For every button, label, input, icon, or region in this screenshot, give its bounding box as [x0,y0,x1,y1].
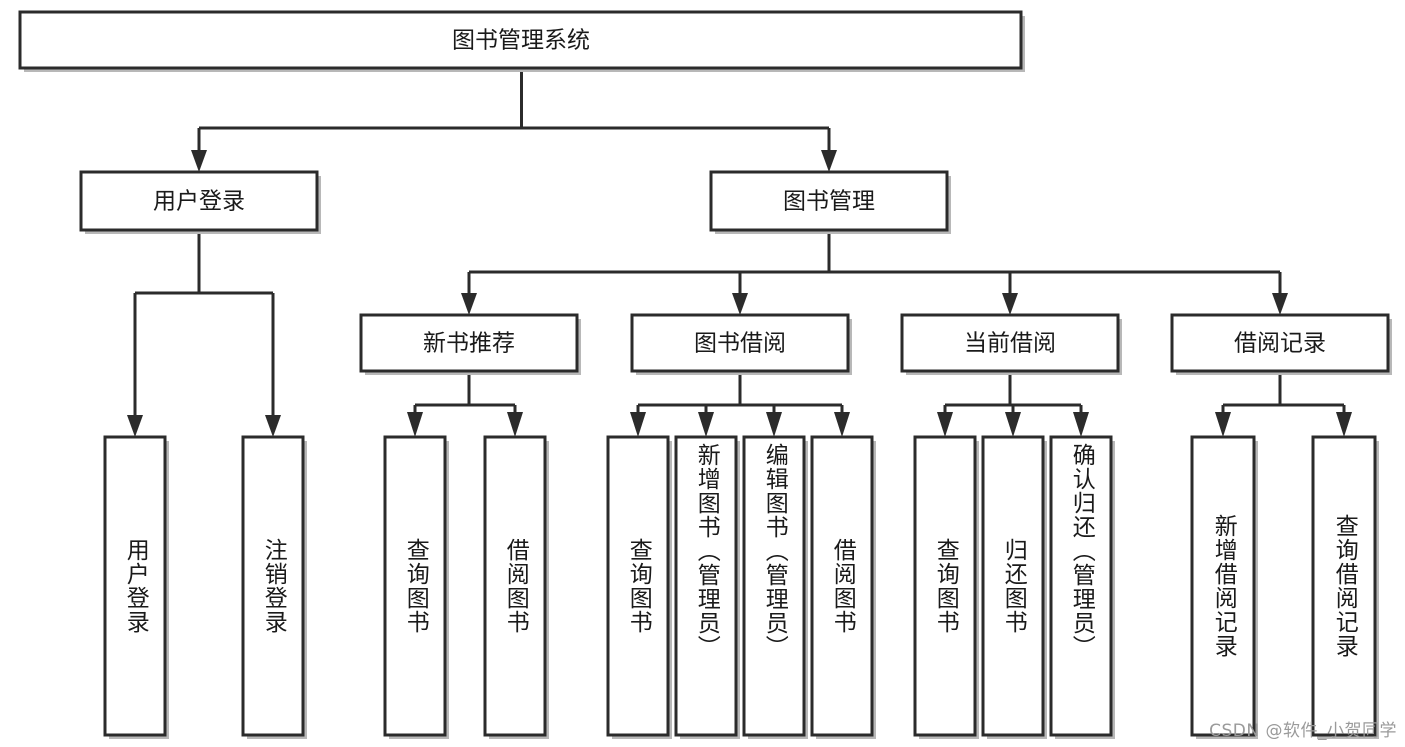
leaf-current-borrow-0-box[interactable] [913,435,977,737]
leaf-new-book-rec-0-box[interactable] [383,435,447,737]
connector-group [127,68,1352,437]
arrow-borrow-record [1272,293,1288,315]
node-new-book-rec-box [359,313,579,373]
leaf-current-borrow-2-box[interactable] [1049,435,1113,737]
leaf-new-book-rec-1-box[interactable] [483,435,547,737]
node-root[interactable]: 图书管理系统 [18,10,1025,72]
node-user-login-label: 用户登录 [153,189,245,215]
arrow-book-manage [821,150,837,172]
arrow-currentborrow-leaf-0 [937,412,953,437]
node-root-label: 图书管理系统 [452,28,590,54]
node-book-manage-label: 图书管理 [783,189,875,215]
node-current-borrow[interactable]: 当前借阅 [900,313,1122,375]
arrow-bookborrow-leaf-0 [630,412,646,437]
arrow-user-login [191,150,207,172]
leaf-book-borrow-1-box[interactable] [674,435,738,737]
node-book-borrow-label: 图书借阅 [694,331,786,357]
leaf-borrow-record-1-box[interactable] [1311,435,1377,737]
node-book-borrow[interactable]: 图书借阅 [630,313,852,375]
arrow-borrowrecord-leaf-0 [1215,412,1231,437]
leaf-user-login-0-box[interactable] [103,435,167,737]
leaf-user-login-1-box[interactable] [241,435,305,737]
arrow-new-book-rec [461,293,477,315]
arrow-newbook-leaf-1 [507,412,523,437]
node-user-login[interactable]: 用户登录 [79,170,321,234]
arrow-user-leaf-1 [265,415,281,437]
leaf-book-borrow-0-box[interactable] [606,435,670,737]
arrow-bookborrow-leaf-3 [834,412,850,437]
arrow-currentborrow-leaf-1 [1005,412,1021,437]
node-new-book-rec-label: 新书推荐 [423,331,515,357]
arrow-bookborrow-leaf-2 [766,412,782,437]
leaf-box-group [103,435,1379,739]
leaf-current-borrow-1-box[interactable] [981,435,1045,737]
node-root-box [18,10,1023,70]
node-borrow-record-label: 借阅记录 [1234,331,1326,357]
node-borrow-record[interactable]: 借阅记录 [1170,313,1392,375]
watermark-text: CSDN @软件_小贺同学 [1209,721,1397,741]
leaf-borrow-record-0-box[interactable] [1190,435,1256,737]
leaf-book-borrow-3-box[interactable] [810,435,874,737]
arrow-book-borrow [732,293,748,315]
node-book-borrow-box [630,313,850,373]
arrow-current-borrow [1002,293,1018,315]
arrow-bookborrow-leaf-1 [698,412,714,437]
node-borrow-record-box [1170,313,1390,373]
node-user-login-box [79,170,319,232]
arrow-borrowrecord-leaf-1 [1336,412,1352,437]
node-current-borrow-label: 当前借阅 [964,331,1056,357]
arrow-user-leaf-0 [127,415,143,437]
leaf-book-borrow-2-box[interactable] [742,435,806,737]
node-book-manage[interactable]: 图书管理 [709,170,951,234]
arrow-currentborrow-leaf-2 [1073,412,1089,437]
node-book-manage-box [709,170,949,232]
arrow-newbook-leaf-0 [407,412,423,437]
node-new-book-rec[interactable]: 新书推荐 [359,313,581,375]
node-current-borrow-box [900,313,1120,373]
